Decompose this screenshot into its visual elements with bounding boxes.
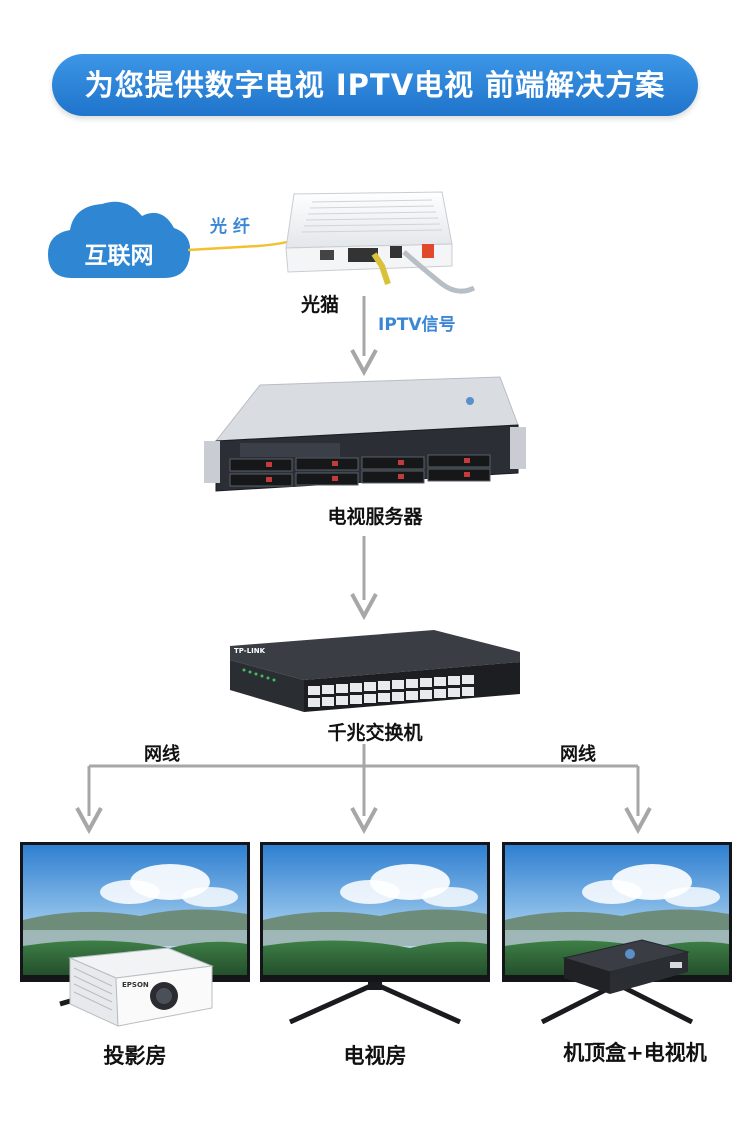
switch-label: 千兆交换机	[327, 722, 423, 744]
room-label-projector: 投影房	[103, 1044, 167, 1068]
set-top-box-icon	[562, 939, 690, 994]
optical-modem-icon	[285, 191, 476, 294]
tv-server-icon	[204, 376, 526, 492]
fiber-label: 光 纤	[210, 217, 250, 237]
room-label-settopbox: 机顶盒+电视机	[563, 1041, 707, 1065]
projector-brand: EPSON	[122, 981, 149, 989]
arrow-modem-server	[350, 296, 378, 376]
modem-label: 光猫	[300, 294, 339, 316]
monitor-tv-room	[260, 842, 490, 1024]
room-label-tv: 电视房	[343, 1044, 407, 1068]
switch-brand: TP-LINK	[234, 647, 266, 655]
cable-label-right: 网线	[560, 744, 596, 765]
cable-label-left: 网线	[144, 744, 180, 765]
projector-icon	[68, 947, 214, 1027]
server-label: 电视服务器	[327, 506, 423, 528]
cloud-icon	[48, 201, 191, 278]
iptv-signal-label: IPTV信号	[378, 315, 456, 335]
gigabit-switch-icon	[230, 630, 520, 712]
arrow-server-switch	[350, 536, 378, 620]
page-title: 为您提供数字电视 IPTV电视 前端解决方案	[84, 68, 666, 102]
distribution-lines	[75, 744, 652, 835]
page-title-banner: 为您提供数字电视 IPTV电视 前端解决方案	[52, 54, 698, 116]
internet-label: 互联网	[84, 243, 154, 269]
